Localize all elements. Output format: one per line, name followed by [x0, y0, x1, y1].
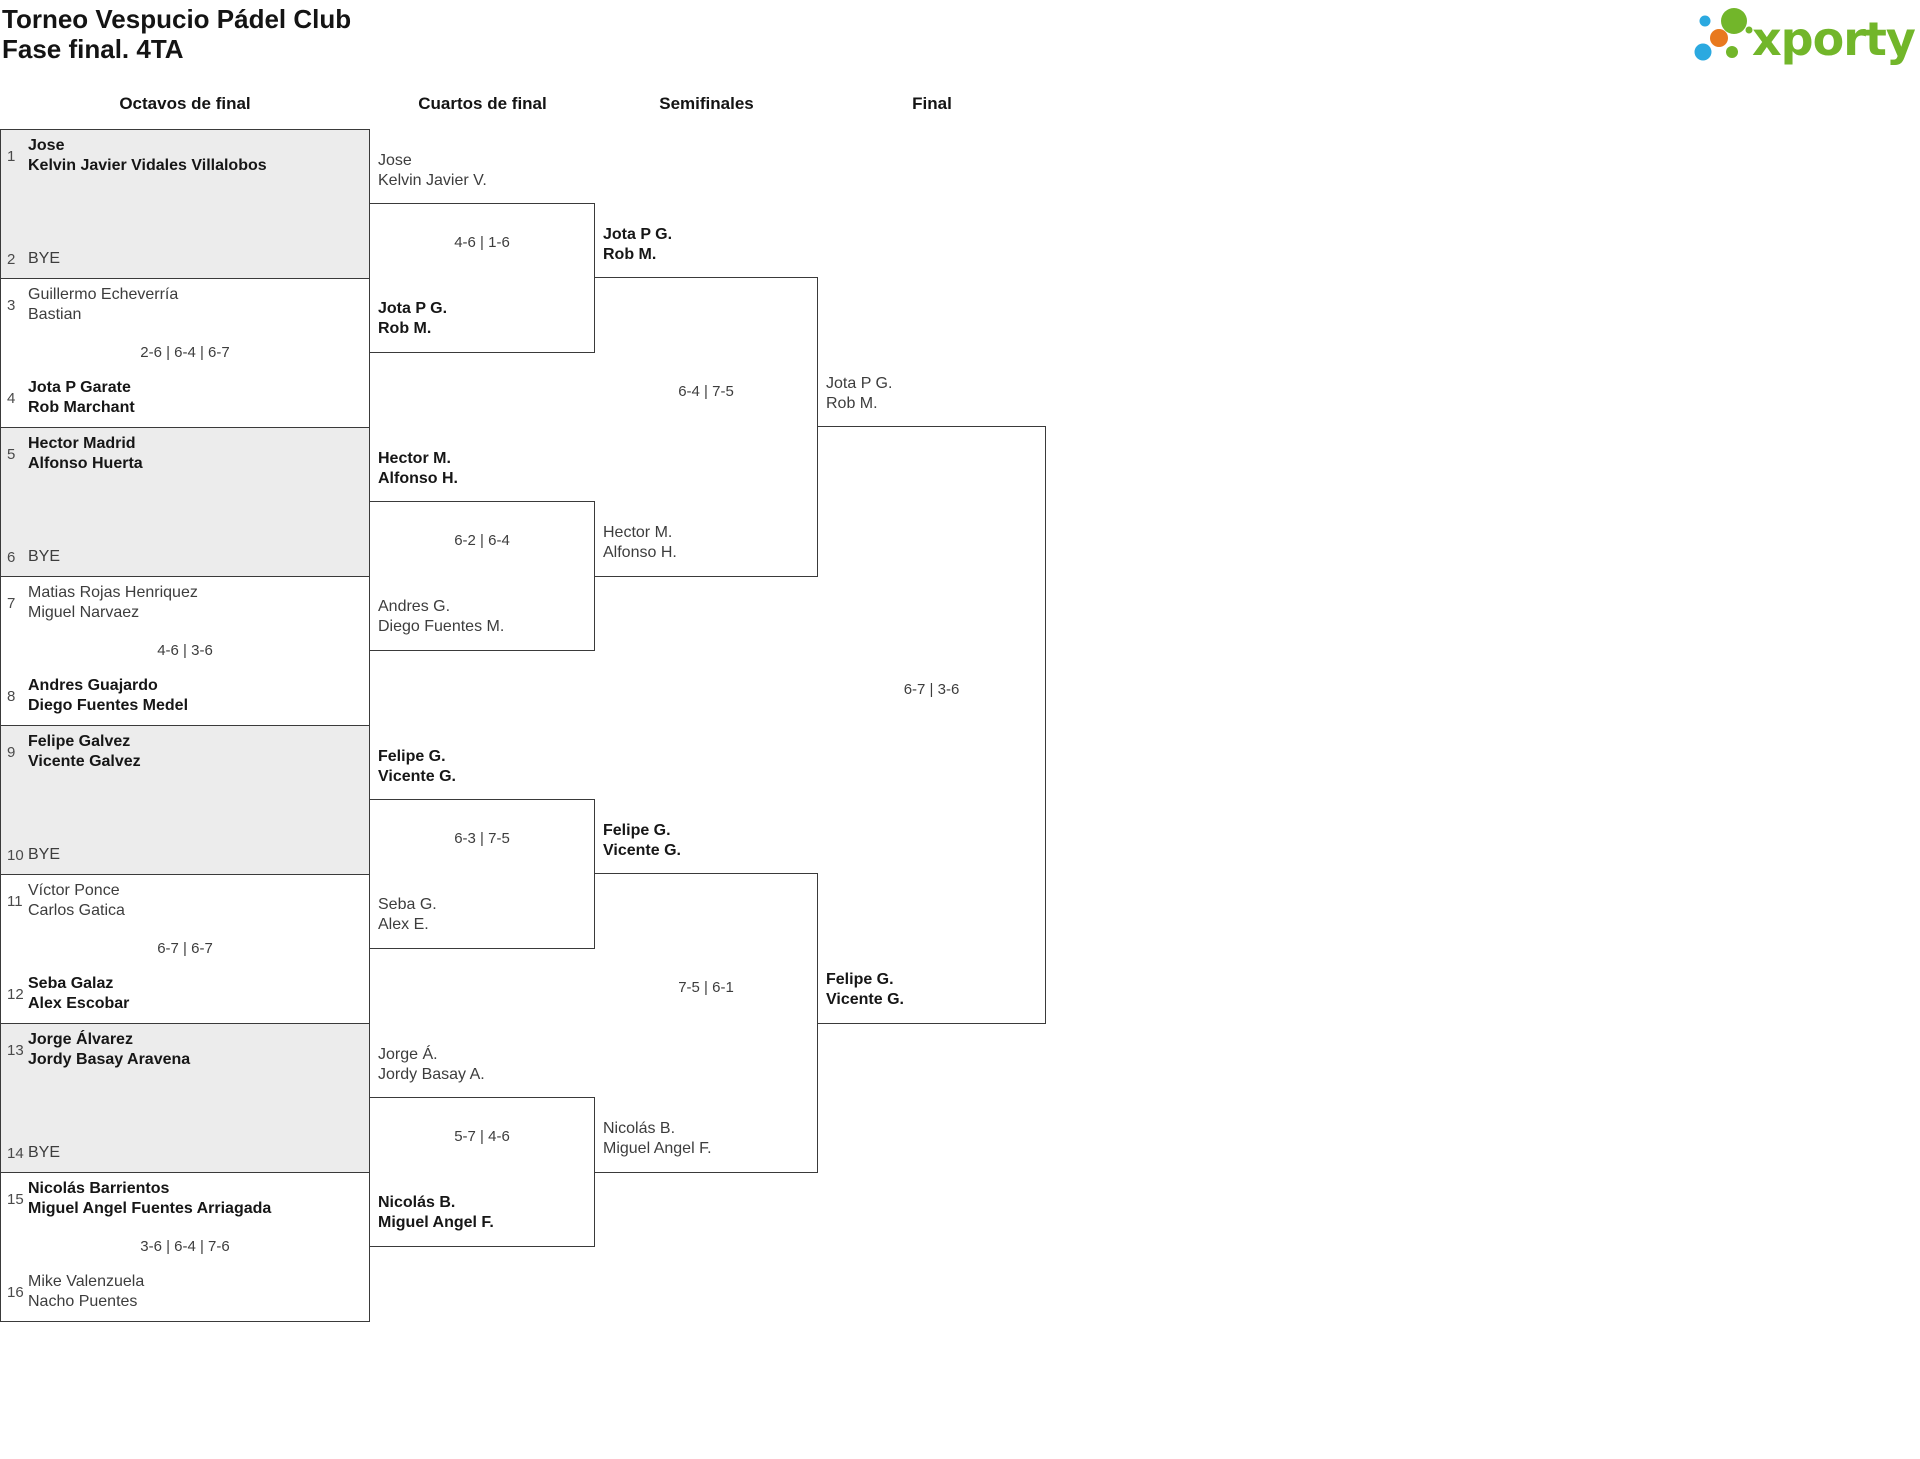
- seed-number: 7: [7, 594, 16, 612]
- team-name: BYE: [28, 548, 61, 565]
- bracket-slot: 16 Mike Valenzuela Nacho Puentes: [1, 1272, 369, 1312]
- bracket-slot: 15 Nicolás Barrientos Miguel Angel Fuent…: [1, 1179, 369, 1219]
- bracket-slot: 9 Felipe Galvez Vicente Galvez: [1, 732, 369, 772]
- team-name: Hector M. Alfonso H.: [378, 450, 458, 487]
- bracket-slot: 6 BYE: [1, 547, 369, 567]
- seed-number: 8: [7, 687, 16, 705]
- bracket-slot: 7 Matias Rojas Henriquez Miguel Narvaez: [1, 583, 369, 623]
- seed-number: 5: [7, 445, 16, 463]
- team-name: Jota P G. Rob M.: [603, 226, 673, 263]
- round-header-octavos: Octavos de final: [119, 94, 251, 113]
- page-subtitle: Fase final. 4TA: [2, 34, 184, 64]
- bracket-slot: 14 BYE: [1, 1143, 369, 1163]
- team-name: Jorge Álvarez Jordy Basay Aravena: [28, 1031, 191, 1068]
- logo-dots-icon: [1694, 8, 1753, 61]
- match-score: 4-6 | 3-6: [157, 642, 213, 659]
- team-name: Jose Kelvin Javier V.: [378, 152, 487, 189]
- team-name: BYE: [28, 250, 61, 267]
- seed-number: 12: [7, 985, 24, 1003]
- round-header-semifinales: Semifinales: [659, 94, 754, 113]
- team-name: Felipe Galvez Vicente Galvez: [28, 733, 141, 770]
- bracket-slot: 10 BYE: [1, 845, 369, 865]
- seed-number: 16: [7, 1283, 24, 1301]
- team-name: Jose Kelvin Javier Vidales Villalobos: [28, 137, 267, 174]
- match-score: 2-6 | 6-4 | 6-7: [140, 344, 230, 361]
- team-name: Seba G. Alex E.: [378, 896, 437, 933]
- match-box-cuartos-4: Jorge Á. Jordy Basay A. 5-7 | 4-6 Nicolá…: [370, 1046, 595, 1247]
- match-box-semifinal-1: Jota P G. Rob M. 6-4 | 7-5 Hector M. Alf…: [595, 226, 818, 577]
- match-box-octavos-7: 13 Jorge Álvarez Jordy Basay Aravena 14 …: [0, 1023, 370, 1173]
- seed-number: 9: [7, 743, 16, 761]
- match-box-semifinal-2: Felipe G. Vicente G. 7-5 | 6-1 Nicolás B…: [595, 822, 818, 1173]
- team-name: Guillermo Echeverría Bastian: [28, 286, 179, 323]
- xporty-logo[interactable]: xporty: [1672, 0, 1917, 70]
- team-name: BYE: [28, 846, 61, 863]
- team-name: Andres Guajardo Diego Fuentes Medel: [28, 677, 189, 714]
- team-name: Felipe G. Vicente G.: [826, 971, 904, 1008]
- match-box-octavos-5: 9 Felipe Galvez Vicente Galvez 10 BYE: [0, 725, 370, 875]
- bracket-slot: 5 Hector Madrid Alfonso Huerta: [1, 434, 369, 474]
- page-title: Torneo Vespucio Pádel Club: [2, 4, 352, 34]
- bracket-slot: 8 Andres Guajardo Diego Fuentes Medel: [1, 676, 369, 716]
- match-box-octavos-1: 1 Jose Kelvin Javier Vidales Villalobos …: [0, 129, 370, 279]
- seed-number: 11: [7, 892, 23, 910]
- bracket-slot: 3 Guillermo Echeverría Bastian: [1, 285, 369, 325]
- match-score: 6-3 | 7-5: [454, 830, 510, 847]
- match-box-octavos-6: 11 Víctor Ponce Carlos Gatica 6-7 | 6-7 …: [0, 874, 370, 1024]
- seed-number: 4: [7, 389, 16, 407]
- match-score: 6-4 | 7-5: [678, 383, 734, 400]
- match-box-cuartos-3: Felipe G. Vicente G. 6-3 | 7-5 Seba G. A…: [370, 748, 595, 949]
- round-header-cuartos: Cuartos de final: [418, 94, 547, 113]
- team-name: Víctor Ponce Carlos Gatica: [28, 882, 125, 919]
- team-name: Nicolás Barrientos Miguel Angel Fuentes …: [28, 1180, 272, 1217]
- seed-number: 1: [7, 147, 16, 165]
- match-box-final: Jota P G. Rob M. 6-7 | 3-6 Felipe G. Vic…: [818, 375, 1046, 1024]
- team-name: Felipe G. Vicente G.: [603, 822, 681, 859]
- page-title-block: Torneo Vespucio Pádel Club Fase final. 4…: [2, 4, 351, 64]
- match-score: 3-6 | 6-4 | 7-6: [140, 1238, 230, 1255]
- match-box-octavos-4: 7 Matias Rojas Henriquez Miguel Narvaez …: [0, 576, 370, 726]
- team-name: Matias Rojas Henriquez Miguel Narvaez: [28, 584, 198, 621]
- match-score: 6-2 | 6-4: [454, 532, 510, 549]
- seed-number: 13: [7, 1041, 24, 1059]
- team-name: Nicolás B. Miguel Angel F.: [603, 1120, 712, 1157]
- seed-number: 10: [7, 846, 24, 864]
- match-box-octavos-2: 3 Guillermo Echeverría Bastian 2-6 | 6-4…: [0, 278, 370, 428]
- seed-number: 15: [7, 1190, 24, 1208]
- bracket-slot: 12 Seba Galaz Alex Escobar: [1, 974, 369, 1014]
- team-name: Jota P G. Rob M.: [378, 300, 448, 337]
- seed-number: 6: [7, 548, 16, 566]
- match-box-octavos-8: 15 Nicolás Barrientos Miguel Angel Fuent…: [0, 1172, 370, 1322]
- team-name: Jota P Garate Rob Marchant: [28, 379, 135, 416]
- logo-wordmark: xporty: [1752, 12, 1916, 66]
- match-score: 7-5 | 6-1: [678, 979, 734, 996]
- team-name: Jorge Á. Jordy Basay A.: [378, 1046, 485, 1083]
- team-name: Nicolás B. Miguel Angel F.: [378, 1194, 494, 1231]
- seed-number: 3: [7, 296, 16, 314]
- match-score: 6-7 | 6-7: [157, 940, 213, 957]
- seed-number: 2: [7, 250, 16, 268]
- match-score: 4-6 | 1-6: [454, 234, 510, 251]
- team-name: Hector M. Alfonso H.: [603, 524, 677, 561]
- round-header-final: Final: [912, 94, 952, 113]
- team-name: Jota P G. Rob M.: [826, 375, 893, 412]
- seed-number: 14: [7, 1144, 24, 1162]
- bracket-slot: 4 Jota P Garate Rob Marchant: [1, 378, 369, 418]
- team-name: Andres G. Diego Fuentes M.: [378, 598, 505, 635]
- match-box-octavos-3: 5 Hector Madrid Alfonso Huerta 6 BYE: [0, 427, 370, 577]
- team-name: Seba Galaz Alex Escobar: [28, 975, 130, 1012]
- bracket-slot: 11 Víctor Ponce Carlos Gatica: [1, 881, 369, 921]
- team-name: Mike Valenzuela Nacho Puentes: [28, 1273, 145, 1310]
- match-box-cuartos-2: Hector M. Alfonso H. 6-2 | 6-4 Andres G.…: [370, 450, 595, 651]
- team-name: BYE: [28, 1144, 61, 1161]
- match-score: 5-7 | 4-6: [454, 1128, 510, 1145]
- team-name: Hector Madrid Alfonso Huerta: [28, 435, 143, 472]
- bracket-slot: 13 Jorge Álvarez Jordy Basay Aravena: [1, 1030, 369, 1070]
- match-box-cuartos-1: Jose Kelvin Javier V. 4-6 | 1-6 Jota P G…: [370, 152, 595, 353]
- match-score: 6-7 | 3-6: [903, 681, 960, 698]
- bracket-slot: 1 Jose Kelvin Javier Vidales Villalobos: [1, 136, 369, 176]
- team-name: Felipe G. Vicente G.: [378, 748, 456, 785]
- bracket-slot: 2 BYE: [1, 249, 369, 269]
